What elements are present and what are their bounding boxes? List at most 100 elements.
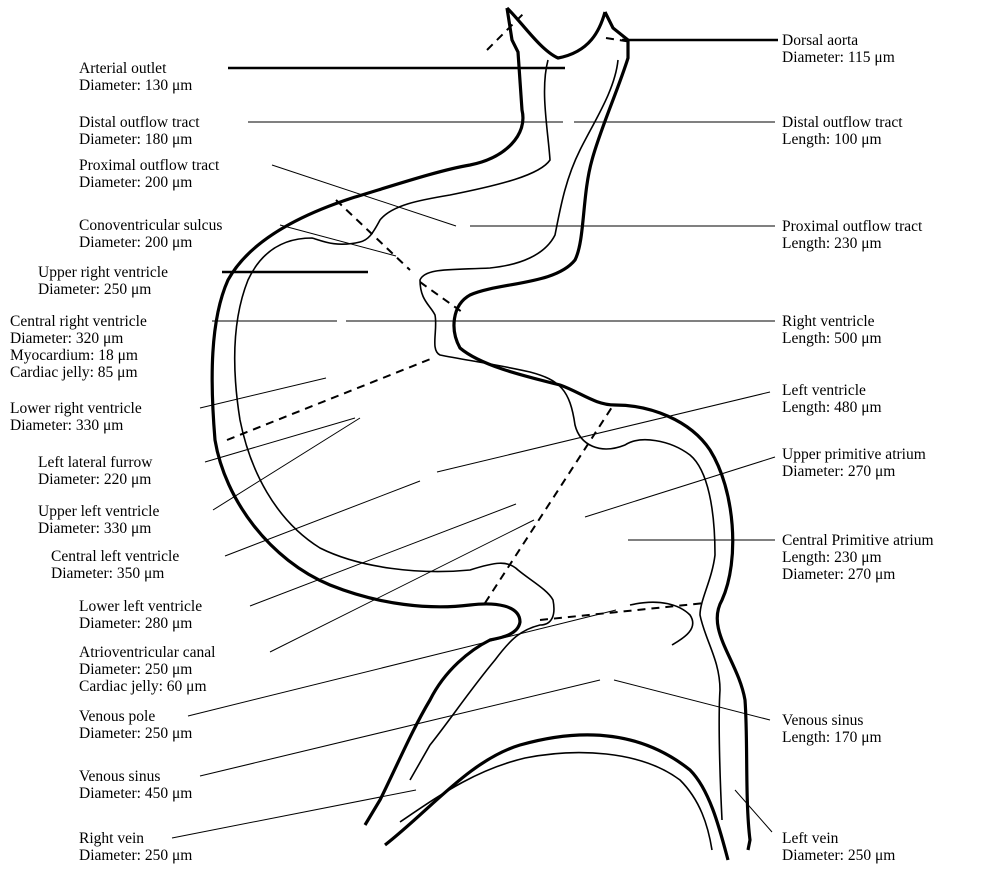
label-measurement: Length: 500 μm [782, 330, 882, 347]
divider-lateral-furrow [227, 358, 433, 440]
label-measurement: Diameter: 220 μm [38, 471, 151, 488]
label-title: Left lateral furrow [38, 454, 153, 471]
leader-upper-primitive-atrium [585, 457, 775, 517]
label-lower-left-ventricle: Lower left ventricleDiameter: 280 μm [79, 598, 202, 632]
label-conoventricular-sulcus: Conoventricular sulcusDiameter: 200 μm [79, 217, 222, 251]
label-title: Right vein [79, 830, 144, 847]
label-title: Proximal outflow tract [782, 218, 923, 235]
leader-lower-left-ventricle [250, 504, 516, 606]
label-measurement: Length: 230 μm [782, 549, 882, 566]
leader-atrioventricular-canal [270, 520, 534, 652]
label-title: Dorsal aorta [782, 32, 858, 49]
label-measurement: Diameter: 250 μm [38, 281, 151, 298]
outer-wall-left [212, 8, 628, 825]
label-title: Central Primitive atrium [782, 532, 934, 549]
segment-dividers [227, 14, 705, 620]
label-measurement: Diameter: 320 μm [10, 330, 123, 347]
label-measurement: Length: 170 μm [782, 729, 882, 746]
divider-conoventricular [336, 200, 410, 270]
label-right-vein: Right veinDiameter: 250 μm [79, 830, 192, 864]
label-measurement: Myocardium: 18 μm [10, 347, 138, 364]
atrium-lower-lobe [630, 602, 693, 645]
divider-aortic [487, 14, 523, 50]
label-title: Upper left ventricle [38, 503, 159, 520]
label-measurement: Diameter: 350 μm [51, 565, 164, 582]
label-title: Lower left ventricle [79, 598, 202, 615]
leader-left-vein [735, 790, 772, 832]
label-title: Distal outflow tract [782, 114, 903, 131]
venous-arch-inner [400, 753, 712, 850]
label-measurement: Length: 100 μm [782, 131, 882, 148]
leader-lower-right-ventricle [200, 378, 326, 408]
label-measurement: Diameter: 330 μm [38, 520, 151, 537]
leader-right-vein [172, 790, 416, 838]
label-title: Distal outflow tract [79, 114, 200, 131]
leader-lines-right [346, 40, 778, 832]
label-title: Left ventricle [782, 382, 866, 399]
label-measurement: Diameter: 250 μm [79, 847, 192, 864]
label-proximal-outflow-tract-length: Proximal outflow tractLength: 230 μm [782, 218, 923, 252]
label-title: Central left ventricle [51, 548, 179, 565]
label-measurement: Cardiac jelly: 85 μm [10, 364, 138, 381]
label-title: Lower right ventricle [10, 400, 142, 417]
label-measurement: Diameter: 330 μm [10, 417, 123, 434]
label-title: Venous sinus [79, 768, 160, 785]
leader-central-left-ventricle [225, 481, 420, 556]
label-measurement: Diameter: 280 μm [79, 615, 192, 632]
label-venous-sinus-diameter: Venous sinusDiameter: 450 μm [79, 768, 192, 802]
label-measurement: Length: 230 μm [782, 235, 882, 252]
label-measurement: Diameter: 450 μm [79, 785, 192, 802]
label-measurement: Diameter: 200 μm [79, 174, 192, 191]
label-measurement: Diameter: 250 μm [79, 725, 192, 742]
label-title: Venous pole [79, 708, 155, 725]
divider-conoventricular-2 [420, 282, 462, 312]
label-measurement: Diameter: 270 μm [782, 566, 895, 583]
label-title: Proximal outflow tract [79, 157, 220, 174]
label-title: Central right ventricle [10, 313, 147, 330]
label-title: Left vein [782, 830, 839, 847]
label-measurement: Diameter: 250 μm [782, 847, 895, 864]
divider-venous-pole [540, 603, 705, 620]
label-measurement: Length: 480 μm [782, 399, 882, 416]
label-title: Upper primitive atrium [782, 446, 926, 463]
label-title: Right ventricle [782, 313, 875, 330]
label-measurement: Diameter: 130 μm [79, 77, 192, 94]
label-title: Atrioventricular canal [79, 644, 215, 661]
label-measurement: Diameter: 115 μm [782, 49, 895, 66]
label-measurement: Diameter: 250 μm [79, 661, 192, 678]
label-title: Upper right ventricle [38, 264, 168, 281]
label-measurement: Cardiac jelly: 60 μm [79, 678, 207, 695]
outer-wall-right [454, 40, 750, 850]
leader-venous-pole [188, 610, 616, 716]
label-title: Conoventricular sulcus [79, 217, 222, 234]
label-measurement: Diameter: 270 μm [782, 463, 895, 480]
label-title: Venous sinus [782, 712, 863, 729]
label-measurement: Diameter: 180 μm [79, 131, 192, 148]
leader-upper-left-ventricle [213, 418, 360, 510]
label-measurement: Diameter: 200 μm [79, 234, 192, 251]
heart-tube-outline [212, 8, 750, 860]
label-title: Arterial outlet [79, 60, 167, 77]
